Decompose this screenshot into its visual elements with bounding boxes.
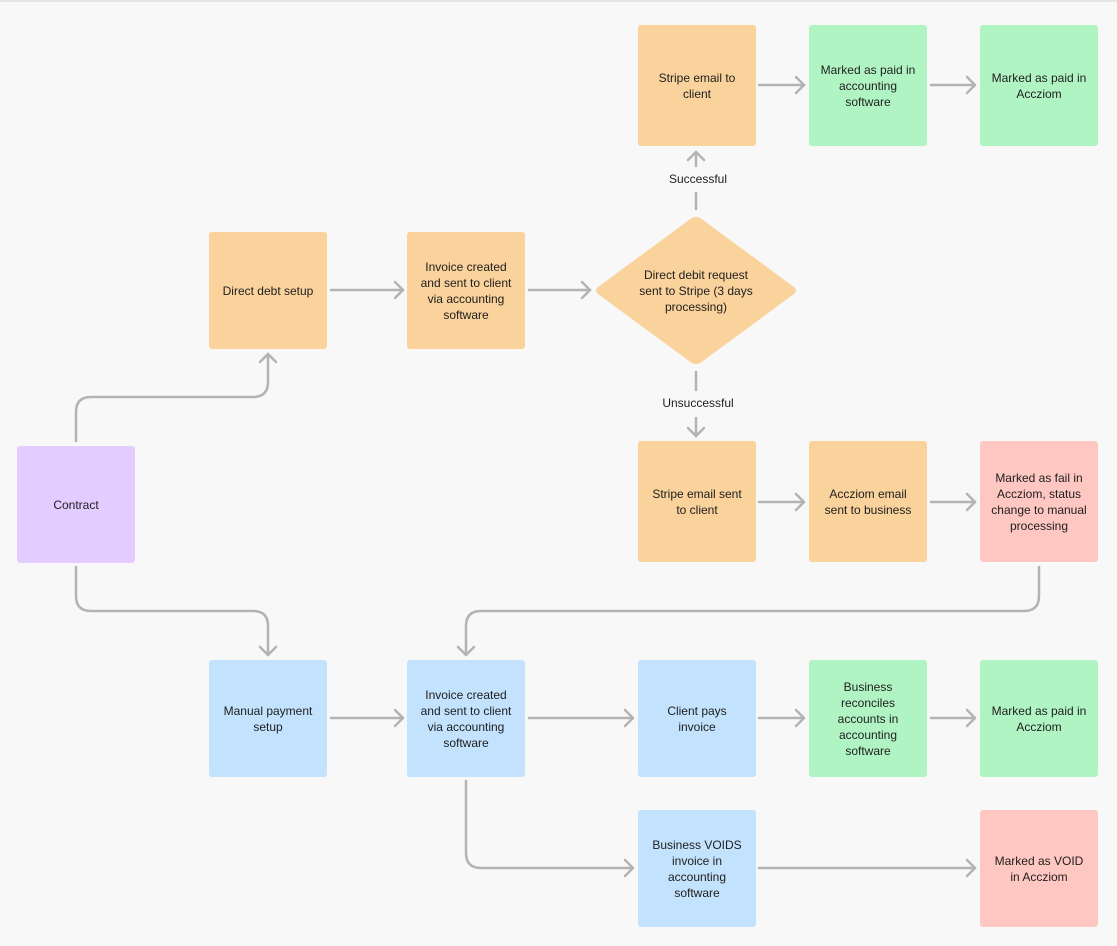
node-marked-paid-accounting: Marked as paid in accounting software <box>809 25 927 146</box>
arrowhead-marked-void <box>965 858 977 878</box>
node-marked-void-accziom: Marked as VOID in Accziom <box>980 810 1098 927</box>
arrowhead-reconciles <box>794 708 806 728</box>
node-dd-request-stripe: Direct debit request sent to Stripe (3 d… <box>594 213 798 368</box>
arrowhead-voids <box>623 858 635 878</box>
label-unsuccessful: Unsuccessful <box>656 396 740 410</box>
node-direct-debit-setup: Direct debt setup <box>209 232 327 349</box>
node-stripe-email-to-client: Stripe email to client <box>638 25 756 146</box>
arrowhead-request <box>580 280 592 300</box>
top-border <box>0 0 1117 2</box>
node-dd-invoice-created: Invoice created and sent to client via a… <box>407 232 525 349</box>
arrowhead-marked-paid-accounting <box>794 75 806 95</box>
arrowhead-accziom-email <box>794 492 806 512</box>
arrowhead-manual-invoice <box>393 708 405 728</box>
decision-label: Direct debit request sent to Stripe (3 d… <box>639 267 753 314</box>
node-contract: Contract <box>17 446 135 563</box>
decision-diamond-shape <box>596 217 796 364</box>
arrowhead-marked-paid-accziom <box>965 75 977 95</box>
edge-invoice-to-voids <box>464 779 635 870</box>
arrowhead-client-pays <box>623 708 635 728</box>
edge-contract-to-manual <box>74 565 270 657</box>
node-stripe-email-sent-client: Stripe email sent to client <box>638 441 756 562</box>
node-accziom-email-business: Accziom email sent to business <box>809 441 927 562</box>
node-marked-paid-accziom-top: Marked as paid in Accziom <box>980 25 1098 146</box>
node-business-reconciles: Business reconciles accounts in accounti… <box>809 660 927 777</box>
arrowhead-stripe-email-sent <box>686 426 706 438</box>
label-successful: Successful <box>662 172 734 186</box>
node-manual-payment-setup: Manual payment setup <box>209 660 327 777</box>
node-manual-invoice-created: Invoice created and sent to client via a… <box>407 660 525 777</box>
node-marked-paid-accziom-bottom: Marked as paid in Accziom <box>980 660 1098 777</box>
edge-marked-fail-to-manual-invoice <box>464 565 1041 657</box>
arrowhead-manual-invoice-top <box>456 645 476 657</box>
arrowhead-marked-fail <box>965 492 977 512</box>
arrowhead-direct-debit-setup <box>258 352 278 364</box>
node-business-voids-invoice: Business VOIDS invoice in accounting sof… <box>638 810 756 927</box>
node-client-pays-invoice: Client pays invoice <box>638 660 756 777</box>
arrowhead-stripe-email <box>686 150 706 162</box>
arrowhead-marked-paid-bottom <box>965 708 977 728</box>
node-marked-fail-accziom: Marked as fail in Accziom, status change… <box>980 441 1098 562</box>
arrowhead-dd-invoice <box>393 280 405 300</box>
arrowhead-manual-payment <box>258 645 278 657</box>
edge-contract-to-direct-debit <box>74 352 270 443</box>
